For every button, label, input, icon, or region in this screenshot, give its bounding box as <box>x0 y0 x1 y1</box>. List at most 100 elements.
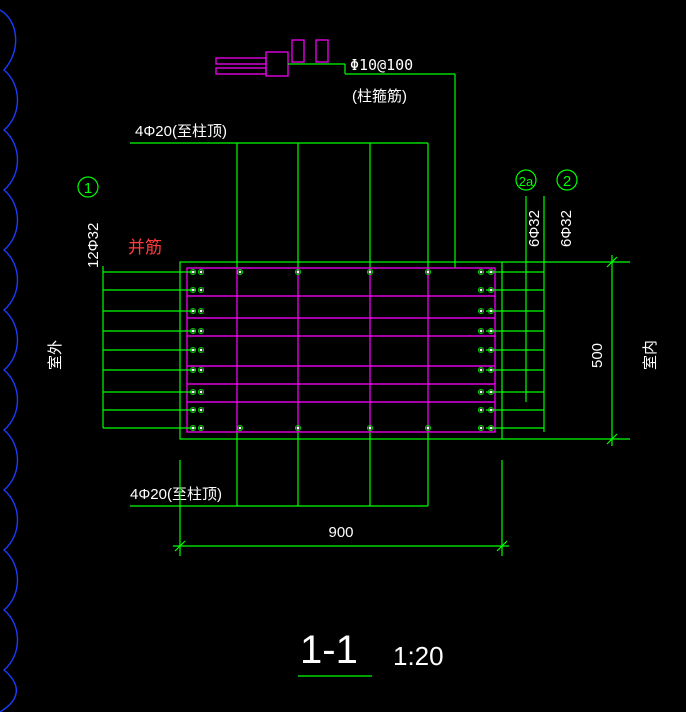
rebar-dot-right-b-1-core <box>489 309 493 313</box>
height-dimension-value: 500 <box>589 343 606 368</box>
rebar-dot-right-a-4 <box>477 366 485 374</box>
rebar-dot-top-3-core <box>296 270 300 274</box>
rebar-dot-bottom-7 <box>487 424 495 432</box>
rebar-dot-top-6-core <box>479 270 483 274</box>
rebar-dot-right-a-0 <box>477 286 485 294</box>
rebar-dot-bottom-3-core <box>296 426 300 430</box>
rebar-dot-right-b-2-core <box>489 329 493 333</box>
rebar-dot-right-a-2-core <box>479 329 483 333</box>
rebar-dot-left-b-5 <box>197 388 205 396</box>
right-rebar-label-b: 6Φ32 <box>558 210 575 247</box>
rebar-dot-bottom-2 <box>236 424 244 432</box>
rebar-dot-top-3 <box>294 268 302 276</box>
rebar-dot-bottom-5 <box>424 424 432 432</box>
rebar-dots <box>189 268 495 432</box>
rebar-dot-right-b-6-core <box>489 408 493 412</box>
rebar-dot-top-2 <box>236 268 244 276</box>
rebar-dot-left-a-5 <box>189 388 197 396</box>
rebar-dot-left-b-4-core <box>199 368 203 372</box>
axis-label-1: 1 <box>84 180 92 197</box>
rebar-dot-bottom-6 <box>477 424 485 432</box>
rebar-dot-left-a-5-core <box>191 390 195 394</box>
rebar-dot-top-0-core <box>191 270 195 274</box>
right-rebar-label-a: 6Φ32 <box>526 210 543 247</box>
rebar-dot-left-b-1-core <box>199 309 203 313</box>
rebar-dot-right-a-6 <box>477 406 485 414</box>
rebar-dot-right-b-0 <box>487 286 495 294</box>
rebar-dot-right-b-5 <box>487 388 495 396</box>
rebar-dot-left-a-1 <box>189 307 197 315</box>
rebar-dot-right-b-3 <box>487 346 495 354</box>
rebar-dot-right-a-5 <box>477 388 485 396</box>
rebar-dot-top-1-core <box>199 270 203 274</box>
rebar-dot-left-a-4-core <box>191 368 195 372</box>
rebar-dot-bottom-6-core <box>479 426 483 430</box>
rebar-dot-top-0 <box>189 268 197 276</box>
revision-cloud-edge <box>0 9 19 712</box>
rebar-dot-left-b-6 <box>197 406 205 414</box>
stirrup-legend-symbol <box>215 39 456 268</box>
bottom-rebar-label: 4Φ20(至柱顶) <box>130 486 222 503</box>
stirrups <box>186 267 496 433</box>
width-dimension <box>173 460 509 556</box>
rebar-dot-top-5 <box>424 268 432 276</box>
rebar-dot-left-a-4 <box>189 366 197 374</box>
rebar-dot-right-a-0-core <box>479 288 483 292</box>
rebar-dot-top-4 <box>366 268 374 276</box>
rebar-dot-top-7 <box>487 268 495 276</box>
rebar-dot-left-b-0-core <box>199 288 203 292</box>
rebar-dot-right-a-1-core <box>479 309 483 313</box>
rebar-dot-right-b-1 <box>487 307 495 315</box>
bundle-label: 并筋 <box>128 238 162 258</box>
rebar-dot-bottom-0-core <box>191 426 195 430</box>
stirrup-note-label: (柱箍筋) <box>352 88 407 105</box>
axis-bubble-1: 1 <box>77 176 99 198</box>
rebar-dot-left-a-0 <box>189 286 197 294</box>
rebar-dot-left-a-2-core <box>191 329 195 333</box>
rebar-dot-right-b-3-core <box>489 348 493 352</box>
rebar-dot-right-a-6-core <box>479 408 483 412</box>
rebar-dot-left-a-3 <box>189 346 197 354</box>
rebar-dot-left-a-3-core <box>191 348 195 352</box>
rebar-dot-left-b-6-core <box>199 408 203 412</box>
rebar-dot-right-b-4-core <box>489 368 493 372</box>
rebar-dot-right-a-5-core <box>479 390 483 394</box>
axis-label-2a: 2a <box>519 174 534 189</box>
rebar-dot-top-4-core <box>368 270 372 274</box>
rebar-dot-right-a-3 <box>477 346 485 354</box>
rebar-dot-bottom-1 <box>197 424 205 432</box>
left-rebar-leaders <box>102 266 196 429</box>
rebar-dot-right-a-1 <box>477 307 485 315</box>
column-outline <box>179 261 503 440</box>
rebar-dot-left-a-6 <box>189 406 197 414</box>
exterior-label: 室外 <box>47 340 64 370</box>
rebar-dot-right-b-0-core <box>489 288 493 292</box>
rebar-dot-left-a-0-core <box>191 288 195 292</box>
rebar-dot-bottom-3 <box>294 424 302 432</box>
rebar-dot-bottom-5-core <box>426 426 430 430</box>
rebar-dot-left-b-0 <box>197 286 205 294</box>
rebar-dot-top-6 <box>477 268 485 276</box>
width-dimension-value: 900 <box>328 524 353 541</box>
axis-bubble-2a: 2a <box>515 169 537 191</box>
left-rebar-label: 12Φ32 <box>85 223 102 268</box>
rebar-dot-right-b-4 <box>487 366 495 374</box>
rebar-dot-right-a-3-core <box>479 348 483 352</box>
rebar-dot-bottom-4-core <box>368 426 372 430</box>
rebar-dot-left-b-3-core <box>199 348 203 352</box>
rebar-dot-left-b-2-core <box>199 329 203 333</box>
rebar-dot-bottom-4 <box>366 424 374 432</box>
rebar-dot-right-a-2 <box>477 327 485 335</box>
rebar-dot-left-b-3 <box>197 346 205 354</box>
rebar-dot-right-a-4-core <box>479 368 483 372</box>
rebar-dot-top-2-core <box>238 270 242 274</box>
section-title: 1-1 <box>300 628 358 672</box>
stirrup-spec-label: Φ10@100 <box>350 56 413 74</box>
rebar-dot-left-b-4 <box>197 366 205 374</box>
rebar-dot-bottom-2-core <box>238 426 242 430</box>
interior-label: 室内 <box>642 340 659 370</box>
rebar-dot-top-1 <box>197 268 205 276</box>
rebar-dot-bottom-0 <box>189 424 197 432</box>
rebar-dot-bottom-1-core <box>199 426 203 430</box>
axis-label-2: 2 <box>563 173 571 190</box>
